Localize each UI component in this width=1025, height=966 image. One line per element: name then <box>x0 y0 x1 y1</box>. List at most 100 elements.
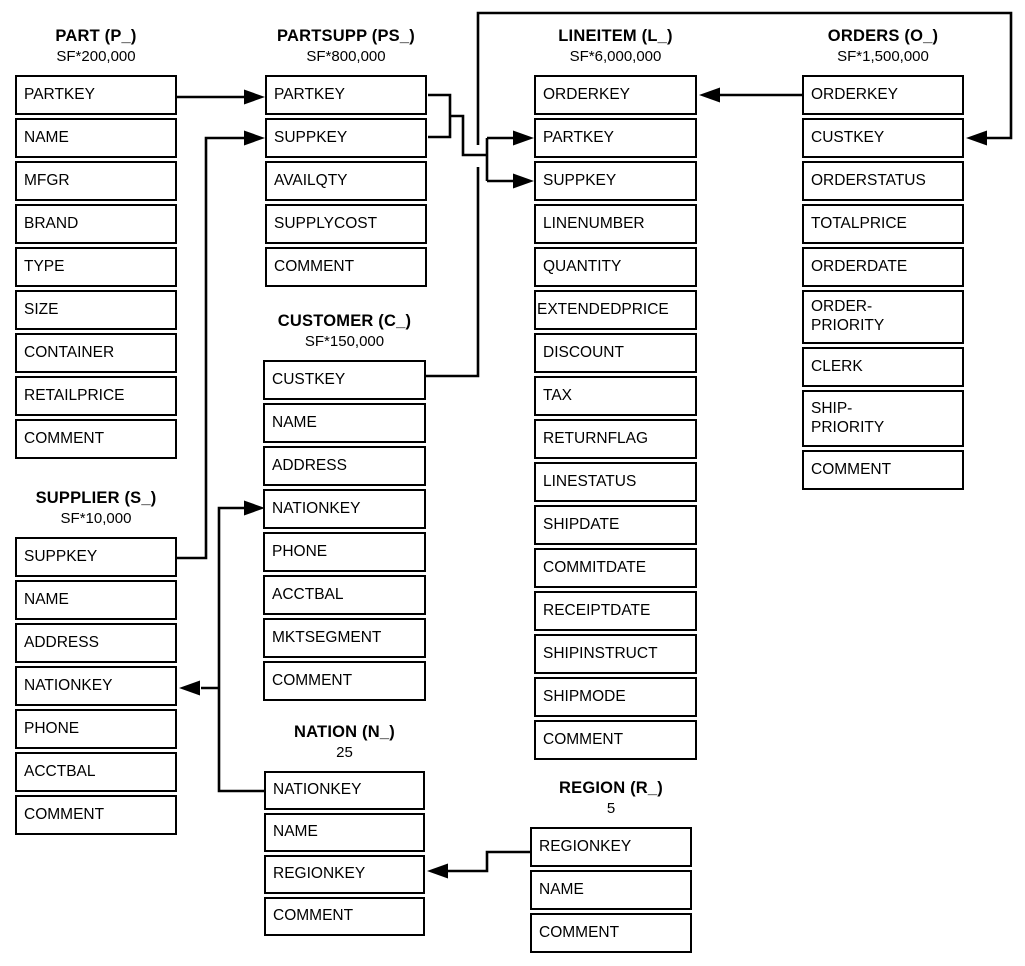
partsupp-column-supplycost: SUPPLYCOST <box>265 204 427 244</box>
arrowhead-left-icon <box>966 130 987 146</box>
supplier-column-suppkey: SUPPKEY <box>15 537 177 577</box>
nation-column-regionkey: REGIONKEY <box>264 855 425 894</box>
part-column-mfgr: MFGR <box>15 161 177 201</box>
orders-table-title: ORDERS (O_) <box>827 27 939 45</box>
lineitem-column-shipinstruct: SHIPINSTRUCT <box>534 634 697 674</box>
customer-column-custkey: CUSTKEY <box>263 360 426 400</box>
supplier-column-comment: COMMENT <box>15 795 177 835</box>
region-cardinality-label: 5 <box>606 800 616 817</box>
orders-column-orderkey: ORDERKEY <box>802 75 964 115</box>
lineitem-column-commitdate: COMMITDATE <box>534 548 697 588</box>
orders-column-ship-priority: SHIP- PRIORITY <box>802 390 964 447</box>
part-table-title: PART (P_) <box>55 27 137 45</box>
orders-column-totalprice: TOTALPRICE <box>802 204 964 244</box>
fk-orders-to-lineitem <box>699 87 802 103</box>
region-column-name: NAME <box>530 870 692 910</box>
fk-supplier-to-partsupp <box>177 130 265 560</box>
part-column-size: SIZE <box>15 290 177 330</box>
partsupp-table-title: PARTSUPP (PS_) <box>277 27 415 45</box>
lineitem-column-suppkey: SUPPKEY <box>534 161 697 201</box>
nation-table-title: NATION (N_) <box>294 723 395 741</box>
nation-column-nationkey: NATIONKEY <box>264 771 425 810</box>
nation-column-comment: COMMENT <box>264 897 425 936</box>
lineitem-column-comment: COMMENT <box>534 720 697 760</box>
partsupp-column-comment: COMMENT <box>265 247 427 287</box>
arrowhead-right-icon <box>244 130 265 146</box>
part-cardinality-label: SF*200,000 <box>56 48 136 65</box>
orders-column-clerk: CLERK <box>802 347 964 387</box>
partsupp-column-partkey: PARTKEY <box>265 75 427 115</box>
supplier-column-nationkey: NATIONKEY <box>15 666 177 706</box>
part-column-name: NAME <box>15 118 177 158</box>
region-column-regionkey: REGIONKEY <box>530 827 692 867</box>
customer-cardinality-label: SF*150,000 <box>304 333 385 350</box>
fk-nation-to-supplier <box>179 680 219 696</box>
customer-column-acctbal: ACCTBAL <box>263 575 426 615</box>
lineitem-column-extendedprice: EXTENDEDPRICE <box>534 290 697 330</box>
lineitem-column-quantity: QUANTITY <box>534 247 697 287</box>
lineitem-column-shipdate: SHIPDATE <box>534 505 697 545</box>
fk-region-to-nation <box>427 850 530 879</box>
arrowhead-right-icon <box>513 173 534 189</box>
arrowhead-right-icon <box>513 130 534 146</box>
customer-column-address: ADDRESS <box>263 446 426 486</box>
part-column-partkey: PARTKEY <box>15 75 177 115</box>
orders-column-order-priority: ORDER- PRIORITY <box>802 290 964 344</box>
arrowhead-right-icon <box>244 89 265 105</box>
nation-cardinality-label: 25 <box>336 744 353 761</box>
lineitem-column-linenumber: LINENUMBER <box>534 204 697 244</box>
arrowhead-left-icon <box>427 863 448 879</box>
customer-column-nationkey: NATIONKEY <box>263 489 426 529</box>
supplier-column-phone: PHONE <box>15 709 177 749</box>
customer-column-phone: PHONE <box>263 532 426 572</box>
lineitem-column-partkey: PARTKEY <box>534 118 697 158</box>
supplier-column-acctbal: ACCTBAL <box>15 752 177 792</box>
partsupp-cardinality-label: SF*800,000 <box>306 48 386 65</box>
nation-column-name: NAME <box>264 813 425 852</box>
supplier-table-title: SUPPLIER (S_) <box>35 489 157 507</box>
customer-column-mktsegment: MKTSEGMENT <box>263 618 426 658</box>
orders-column-orderstatus: ORDERSTATUS <box>802 161 964 201</box>
fk-partsupp-to-lineitem <box>428 93 534 189</box>
arrowhead-right-icon <box>244 500 265 516</box>
partsupp-column-availqty: AVAILQTY <box>265 161 427 201</box>
lineitem-column-receiptdate: RECEIPTDATE <box>534 591 697 631</box>
supplier-cardinality-label: SF*10,000 <box>60 510 132 527</box>
part-column-type: TYPE <box>15 247 177 287</box>
part-column-comment: COMMENT <box>15 419 177 459</box>
partsupp-column-suppkey: SUPPKEY <box>265 118 427 158</box>
lineitem-cardinality-label: SF*6,000,000 <box>569 48 662 65</box>
region-table-title: REGION (R_) <box>559 779 663 797</box>
orders-column-orderdate: ORDERDATE <box>802 247 964 287</box>
lineitem-table-title: LINEITEM (L_) <box>558 27 673 45</box>
customer-column-comment: COMMENT <box>263 661 426 701</box>
customer-column-name: NAME <box>263 403 426 443</box>
lineitem-column-tax: TAX <box>534 376 697 416</box>
lineitem-column-shipmode: SHIPMODE <box>534 677 697 717</box>
part-column-retailprice: RETAILPRICE <box>15 376 177 416</box>
arrowhead-left-icon <box>179 680 200 696</box>
part-column-container: CONTAINER <box>15 333 177 373</box>
arrowhead-left-icon <box>699 87 720 103</box>
orders-cardinality-label: SF*1,500,000 <box>837 48 929 65</box>
region-column-comment: COMMENT <box>530 913 692 953</box>
lineitem-column-orderkey: ORDERKEY <box>534 75 697 115</box>
orders-column-comment: COMMENT <box>802 450 964 490</box>
part-column-brand: BRAND <box>15 204 177 244</box>
lineitem-column-discount: DISCOUNT <box>534 333 697 373</box>
orders-column-custkey: CUSTKEY <box>802 118 964 158</box>
fk-part-to-partsupp <box>177 89 265 105</box>
supplier-column-name: NAME <box>15 580 177 620</box>
customer-table-title: CUSTOMER (C_) <box>277 312 412 330</box>
supplier-column-address: ADDRESS <box>15 623 177 663</box>
lineitem-column-returnflag: RETURNFLAG <box>534 419 697 459</box>
